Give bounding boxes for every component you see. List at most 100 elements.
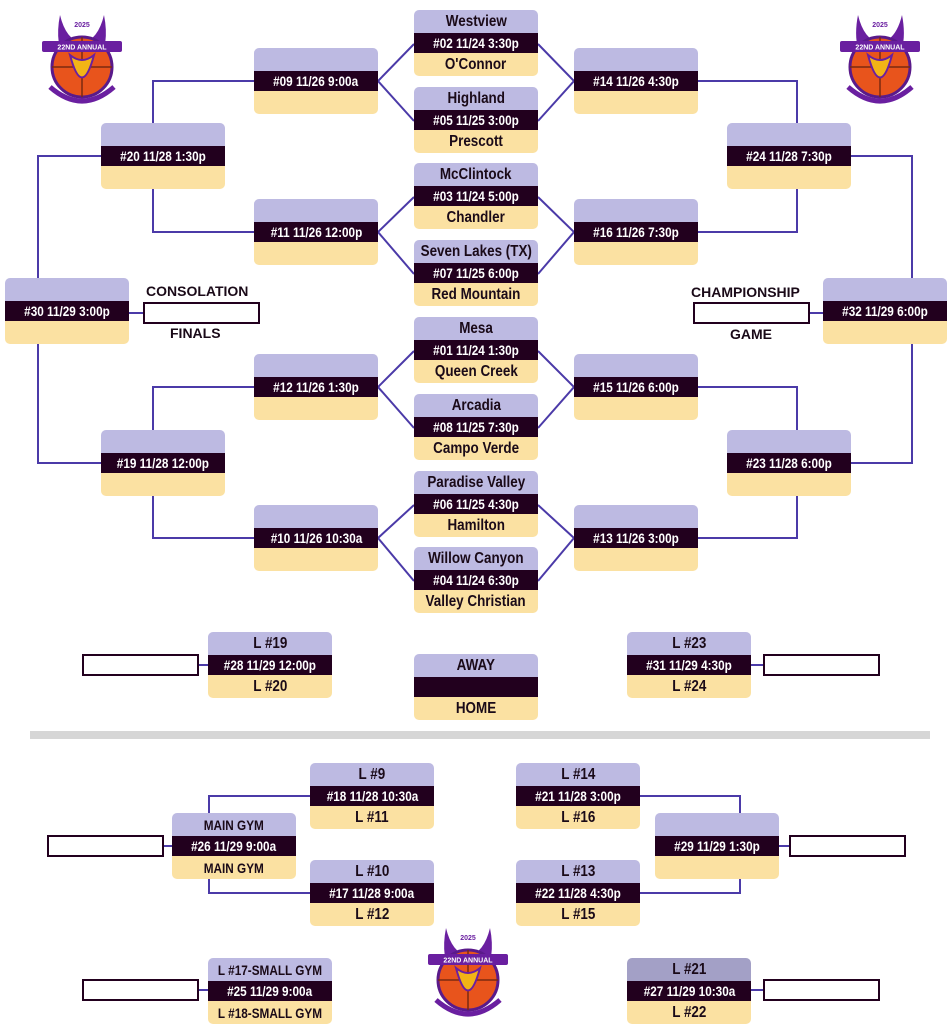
home-team: Campo Verde: [414, 437, 538, 460]
svg-text:22ND ANNUAL: 22ND ANNUAL: [57, 45, 107, 52]
game-info: #22 11/28 4:30p: [516, 883, 640, 903]
home-team-text: Chandler: [446, 208, 506, 226]
home-team: [574, 548, 698, 571]
game-28-winner-field[interactable]: [82, 654, 199, 676]
away-team: MAIN GYM: [172, 813, 296, 836]
game-info-text: #04 11/24 6:30p: [433, 572, 519, 588]
game-info: #12 11/26 1:30p: [254, 377, 378, 397]
game-box-g13: #13 11/26 3:00p: [574, 505, 698, 571]
away-team-text: L #10: [354, 862, 390, 880]
svg-text:2025: 2025: [460, 935, 476, 942]
home-team: L #22: [627, 1001, 751, 1024]
away-team: [574, 505, 698, 528]
home-team-text: L #20: [252, 677, 288, 695]
home-team: [574, 91, 698, 114]
home-team-text: L #22: [671, 1003, 707, 1021]
game-info-text: #08 11/25 7:30p: [433, 419, 519, 435]
game-info-text: #25 11/29 9:00a: [227, 983, 313, 999]
home-team-text: Red Mountain: [431, 285, 521, 303]
home-team: L #15: [516, 903, 640, 926]
away-team-text: L #23: [671, 634, 707, 652]
away-team-text: Seven Lakes (TX): [420, 242, 532, 260]
champion-field[interactable]: [693, 302, 810, 324]
game-info: #02 11/24 3:30p: [414, 33, 538, 53]
home-team: L #20: [208, 675, 332, 698]
home-team: [727, 473, 851, 496]
away-team-text: Mesa: [459, 319, 493, 337]
game-25-winner-field[interactable]: [82, 979, 199, 1001]
game-box-g21: L #14#21 11/28 3:00p L #16: [516, 763, 640, 829]
home-team-text: Hamilton: [447, 516, 505, 534]
game-info: #23 11/28 6:00p: [727, 453, 851, 473]
away-team: Paradise Valley: [414, 471, 538, 494]
game-27-winner-field[interactable]: [763, 979, 880, 1001]
game-box-g28: L #19 #28 11/29 12:00p L #20: [208, 632, 332, 698]
game-info: #11 11/26 12:00p: [254, 222, 378, 242]
game-info-text: #13 11/26 3:00p: [593, 530, 679, 546]
away-team: L #9: [310, 763, 434, 786]
game-box-g15: #15 11/26 6:00p: [574, 354, 698, 420]
away-team: L #14: [516, 763, 640, 786]
tournament-logo: 22ND ANNUAL 2025: [830, 5, 930, 115]
game-info-text: #24 11/28 7:30p: [746, 148, 832, 164]
away-team-text: L #9: [358, 765, 386, 783]
game-box-g11: #11 11/26 12:00p: [254, 199, 378, 265]
game-29-winner-field[interactable]: [789, 835, 906, 857]
game-info: #28 11/29 12:00p: [208, 655, 332, 675]
away-team: [655, 813, 779, 836]
away-team-text: L #19: [252, 634, 288, 652]
home-team: [574, 397, 698, 420]
away-team-text: Arcadia: [451, 396, 501, 414]
game-info: #05 11/25 3:00p: [414, 110, 538, 130]
game-box-g19: #19 11/28 12:00p: [101, 430, 225, 496]
away-team: [823, 278, 947, 301]
game-info-text: #07 11/25 6:00p: [433, 265, 519, 281]
away-team-text: Highland: [447, 89, 505, 107]
away-team-text: L #13: [560, 862, 596, 880]
game-info: #27 11/29 10:30a: [627, 981, 751, 1001]
game-info: #03 11/24 5:00p: [414, 186, 538, 206]
away-team: L #19: [208, 632, 332, 655]
home-team: Queen Creek: [414, 360, 538, 383]
game-info: #26 11/29 9:00a: [172, 836, 296, 856]
away-team: [727, 430, 851, 453]
consolation-winner-field[interactable]: [143, 302, 260, 324]
game-info: #31 11/29 4:30p: [627, 655, 751, 675]
tournament-logo: 22ND ANNUAL 2025: [32, 5, 132, 115]
home-team-text: Prescott: [449, 132, 503, 150]
game-box-g32: #32 11/29 6:00p: [823, 278, 947, 344]
game-info: #10 11/26 10:30a: [254, 528, 378, 548]
home-team: [655, 856, 779, 879]
away-team-text: L #17-SMALL GYM: [217, 961, 323, 978]
game-info-text: #26 11/29 9:00a: [191, 838, 277, 854]
away-team-text: Westview: [445, 12, 507, 30]
home-team-text: MAIN GYM: [203, 859, 265, 876]
home-team: O'Connor: [414, 53, 538, 76]
game-info-text: #15 11/26 6:00p: [593, 379, 679, 395]
game-info: #18 11/28 10:30a: [310, 786, 434, 806]
home-team-text: L #16: [560, 808, 596, 826]
away-team: Seven Lakes (TX): [414, 240, 538, 263]
away-team-text: McClintock: [440, 165, 512, 183]
game-info: #24 11/28 7:30p: [727, 146, 851, 166]
game-box-g22: L #13 #22 11/28 4:30p L #15: [516, 860, 640, 926]
game-info-text: #23 11/28 6:00p: [746, 455, 832, 471]
game-info-text: #29 11/29 1:30p: [674, 838, 760, 854]
home-team: HOME: [414, 697, 538, 720]
svg-text:2025: 2025: [872, 22, 888, 29]
game-info-text: #22 11/28 4:30p: [535, 885, 621, 901]
game-31-winner-field[interactable]: [763, 654, 880, 676]
game-26-winner-field[interactable]: [47, 835, 164, 857]
home-team: [574, 242, 698, 265]
game-info: #21 11/28 3:00p: [516, 786, 640, 806]
home-team: L #12: [310, 903, 434, 926]
home-team: Hamilton: [414, 514, 538, 537]
game-box-g30: #30 11/29 3:00p: [5, 278, 129, 344]
game-box-g10: #10 11/26 10:30a: [254, 505, 378, 571]
